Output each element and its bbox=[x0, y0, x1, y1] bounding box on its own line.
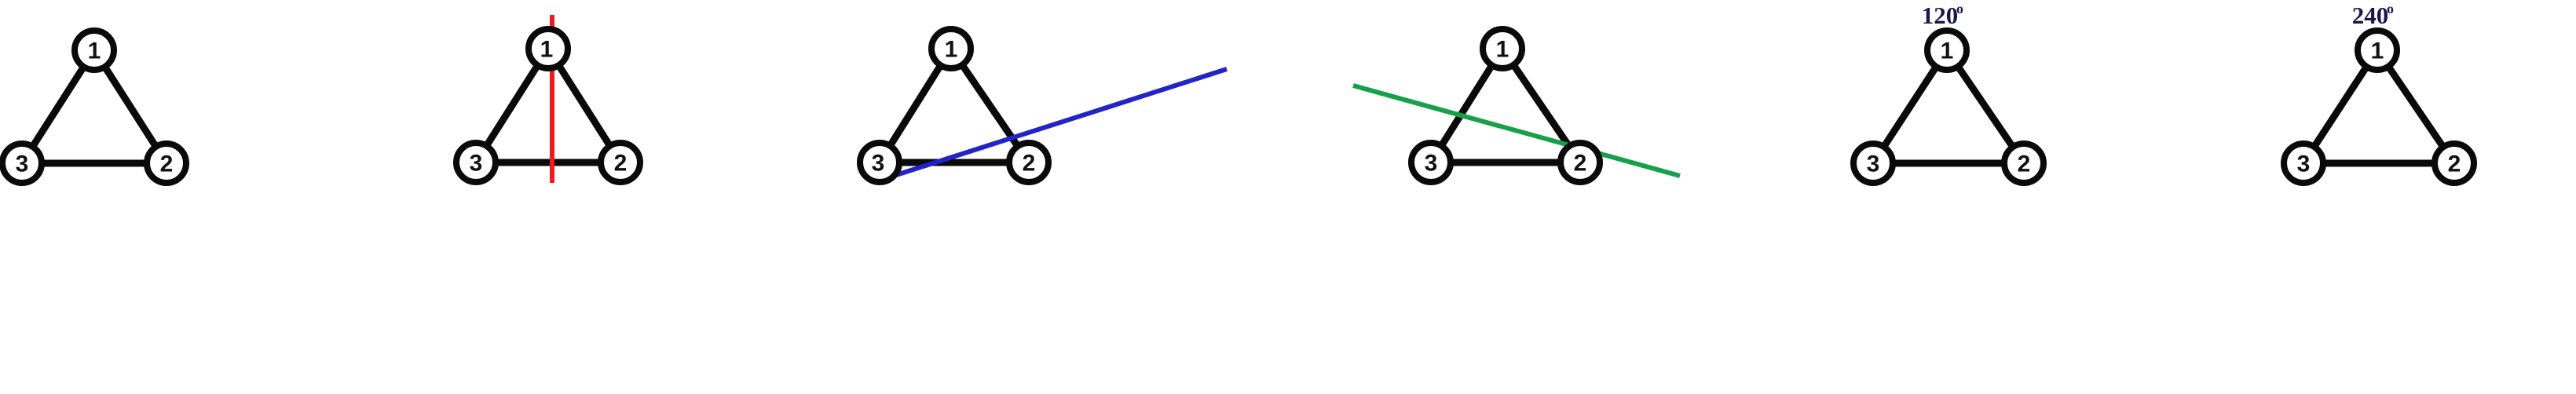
node-label: 3 bbox=[470, 151, 483, 177]
node-circle bbox=[2001, 140, 2047, 186]
node-label: 2 bbox=[160, 151, 174, 177]
green-reflection-axis bbox=[1352, 83, 1681, 178]
node-circle bbox=[1557, 140, 1603, 185]
node-circle bbox=[1408, 140, 1454, 185]
degree-symbol: o bbox=[2387, 1, 2394, 16]
node-3[interactable]: 3 bbox=[1850, 140, 1896, 186]
reflection-through-vertex-3-panel: 1 2 3 bbox=[832, 0, 1272, 394]
node-circle bbox=[1850, 140, 1896, 186]
node-label: 3 bbox=[1425, 151, 1438, 177]
node-label: 1 bbox=[2371, 38, 2384, 64]
node-circle bbox=[1480, 26, 1525, 71]
node-label: 2 bbox=[1023, 151, 1036, 177]
node-2[interactable]: 2 bbox=[1557, 140, 1603, 185]
node-label: 3 bbox=[1867, 151, 1880, 177]
node-label: 2 bbox=[614, 151, 628, 177]
node-2[interactable]: 2 bbox=[598, 140, 643, 185]
node-circle bbox=[2355, 27, 2400, 73]
node-1[interactable]: 1 bbox=[1480, 26, 1525, 71]
node-2[interactable]: 2 bbox=[1006, 140, 1052, 185]
blue-reflection-axis bbox=[873, 67, 1228, 184]
node-1[interactable]: 1 bbox=[928, 26, 974, 71]
node-3[interactable]: 3 bbox=[0, 140, 45, 186]
node-1[interactable]: 1 bbox=[1924, 27, 1970, 73]
rotation-240-panel: 240 o 1 2 3 bbox=[2152, 0, 2576, 394]
node-label: 1 bbox=[1941, 38, 1954, 64]
node-label: 3 bbox=[2297, 151, 2311, 177]
node-label: 1 bbox=[1496, 37, 1509, 63]
node-label: 2 bbox=[2448, 151, 2461, 177]
node-1[interactable]: 1 bbox=[2355, 27, 2400, 73]
edge-1-2 bbox=[947, 45, 1033, 166]
node-2[interactable]: 2 bbox=[2431, 140, 2477, 186]
node-circle bbox=[1924, 27, 1970, 73]
node-circle bbox=[0, 140, 45, 186]
node-circle bbox=[1006, 140, 1052, 185]
node-circle bbox=[928, 26, 974, 71]
node-label: 2 bbox=[2018, 151, 2031, 177]
node-circle bbox=[857, 140, 902, 185]
node-label: 1 bbox=[88, 38, 101, 64]
rotation-120-panel: 120 o 1 2 3 bbox=[1712, 0, 2152, 394]
node-2[interactable]: 2 bbox=[2001, 140, 2047, 186]
node-2[interactable]: 2 bbox=[144, 140, 189, 186]
node-1[interactable]: 1 bbox=[71, 27, 117, 73]
node-circle bbox=[453, 140, 499, 185]
node-3[interactable]: 3 bbox=[453, 140, 499, 185]
degree-symbol: o bbox=[1956, 1, 1963, 16]
node-circle bbox=[2281, 140, 2326, 186]
node-label: 3 bbox=[16, 151, 29, 177]
node-circle bbox=[2431, 140, 2477, 186]
node-circle bbox=[71, 27, 117, 73]
node-label: 1 bbox=[945, 37, 958, 63]
rotation-angle-value: 120 bbox=[1922, 2, 1959, 29]
edge-1-2 bbox=[1943, 46, 2028, 167]
node-3[interactable]: 3 bbox=[857, 140, 902, 185]
node-label: 2 bbox=[1574, 151, 1587, 177]
node-label: 1 bbox=[540, 37, 554, 63]
node-circle bbox=[525, 26, 571, 71]
node-3[interactable]: 3 bbox=[1408, 140, 1454, 185]
identity-panel: 1 2 3 bbox=[0, 0, 424, 394]
node-label: 3 bbox=[872, 151, 885, 177]
node-circle bbox=[144, 140, 189, 186]
edge-1-2 bbox=[2373, 46, 2458, 167]
node-1[interactable]: 1 bbox=[525, 26, 571, 71]
rotation-angle-value: 240 bbox=[2352, 2, 2389, 29]
reflection-through-vertex-1-panel: 1 2 3 bbox=[424, 0, 832, 394]
node-circle bbox=[598, 140, 643, 185]
reflection-through-vertex-2-panel: 1 2 3 bbox=[1272, 0, 1712, 394]
node-3[interactable]: 3 bbox=[2281, 140, 2326, 186]
